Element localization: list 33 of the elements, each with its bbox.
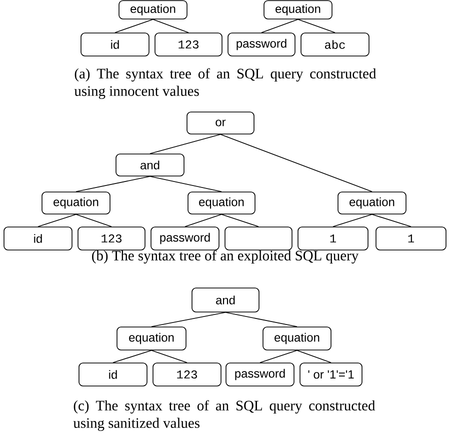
tree-node: 123 (152, 362, 222, 386)
caption: (a) The syntax tree of an SQL query constructed using innocent values (74, 68, 376, 99)
tree-node: or (186, 112, 254, 134)
tree-node: password (150, 226, 220, 250)
tree-node: equation (338, 192, 406, 214)
caption: (b) The syntax tree of an exploited SQL query (92, 250, 359, 264)
tree-node: 123 (78, 226, 146, 250)
tree-node: equation (116, 326, 186, 350)
tree-edge (225, 312, 298, 327)
tree-node: equation (262, 326, 332, 350)
tree-node: ' or '1'='1 (300, 362, 362, 386)
tree-edge (150, 176, 222, 192)
tree-node: password (226, 362, 294, 386)
tree-node: and (192, 288, 260, 312)
tree-node: equation (188, 192, 256, 214)
tree-node: equation (264, 0, 332, 20)
tree-node: 1 (376, 226, 446, 250)
tree-node: password (228, 32, 296, 56)
tree-edge (151, 312, 226, 327)
tree-edge (220, 134, 372, 192)
tree-node: id (80, 32, 150, 56)
caption: (c) The syntax tree of an SQL query constructed using sanitized values (73, 400, 376, 431)
tree-edge (76, 176, 150, 192)
tree-edge (150, 134, 221, 154)
tree-node: and (116, 154, 184, 176)
tree-node: id (78, 362, 148, 386)
tree-node: 123 (154, 32, 222, 56)
tree-node: equation (42, 192, 110, 214)
tree-node: equation (118, 0, 188, 20)
tree-node: 1 (298, 226, 368, 250)
tree-node: id (4, 226, 72, 250)
tree-node: abc (300, 32, 370, 56)
empty-box (224, 226, 292, 250)
